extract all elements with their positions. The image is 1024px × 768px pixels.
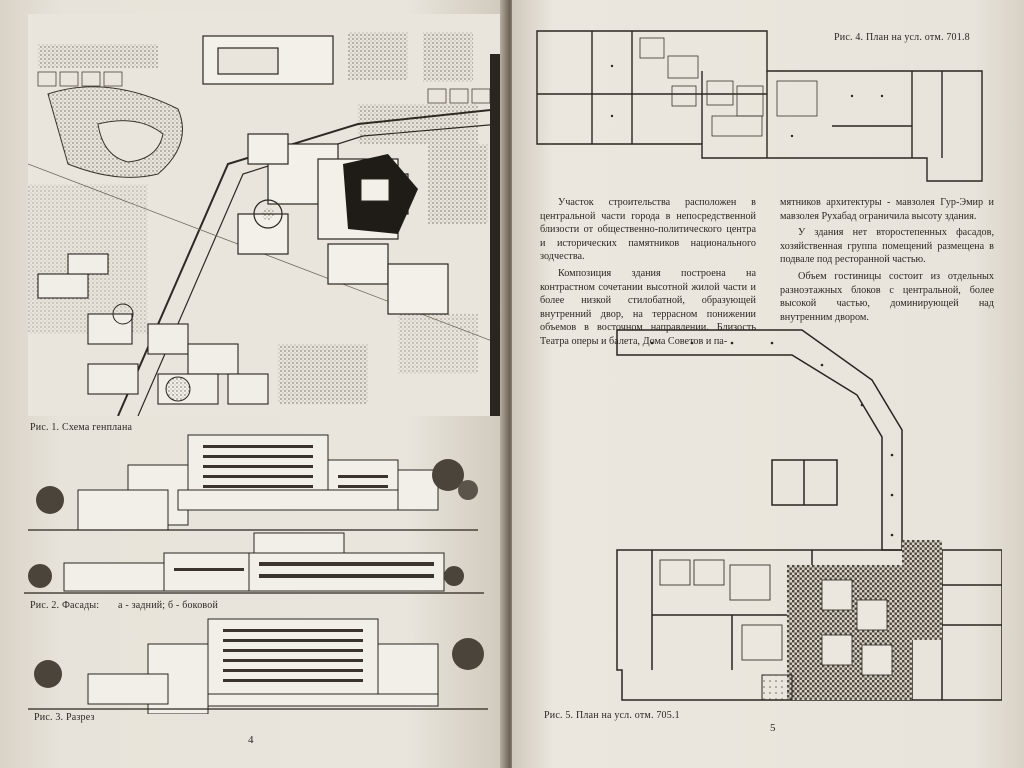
left-page: Рис. 1. Схема генплана xyxy=(0,0,508,768)
fig2-legend: а - задний; б - боковой xyxy=(118,600,219,611)
right-page: Рис. 4. План на усл. отм. 701.8 xyxy=(512,0,1024,768)
paragraph-5: Объем гостиницы состоит из отдельных раз… xyxy=(780,270,994,323)
article-column-1: Участок строительства расположен в центр… xyxy=(540,196,756,349)
facade-side-drawing xyxy=(24,528,484,598)
fig3-caption: Рис. 3. Разрез xyxy=(34,712,95,723)
section-drawing xyxy=(28,614,488,714)
fig1-caption: Рис. 1. Схема генплана xyxy=(30,422,133,433)
paragraph-1: Участок строительства расположен в центр… xyxy=(540,197,756,263)
fig5-caption: Рис. 5. План на усл. отм. 705.1 xyxy=(544,710,680,721)
right-page-number: 5 xyxy=(770,722,776,734)
fig4-caption: Рис. 4. План на усл. отм. 701.8 xyxy=(834,32,970,43)
left-page-number: 4 xyxy=(248,734,254,746)
paragraph-2: Композиция здания построена на контрастн… xyxy=(540,267,756,347)
edge-text: ПЛАН АТРИ xyxy=(493,282,502,329)
site-plan-drawing xyxy=(28,14,500,416)
floor-plan-701-drawing xyxy=(532,26,992,186)
article-column-2: мятников архитектуры - мавзолея Гур-Эмир… xyxy=(780,196,994,324)
paragraph-3: мятников архитектуры - мавзолея Гур-Эмир… xyxy=(780,197,994,222)
fig2-caption: Рис. 2. Фасады: xyxy=(30,600,100,611)
facade-rear-drawing xyxy=(28,430,478,540)
floor-plan-705-drawing xyxy=(612,325,1002,710)
paragraph-4: У здания нет второстепенных фасадов, хоз… xyxy=(780,227,994,266)
